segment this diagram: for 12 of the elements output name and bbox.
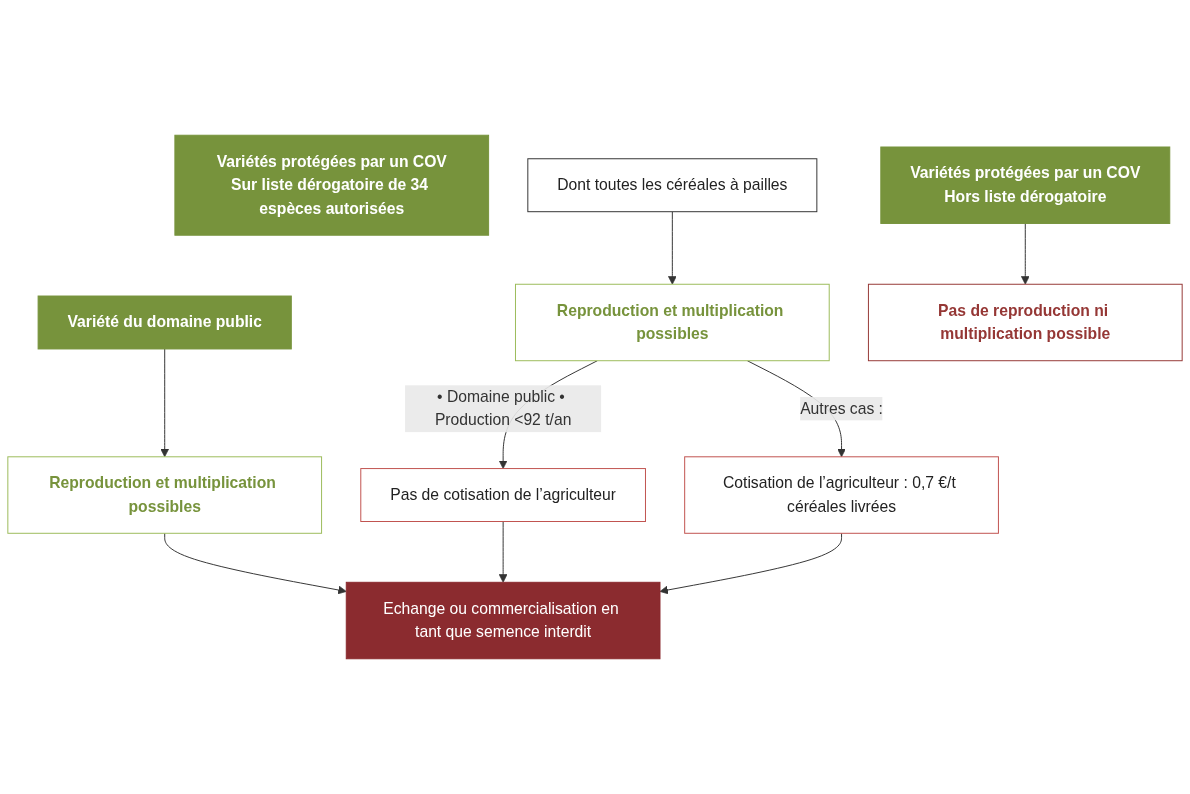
- edge-label: Autres cas :: [800, 399, 883, 417]
- node-box: Reproduction et multiplication possibles: [515, 283, 830, 362]
- node-box: Pas de reproduction ni multiplication possible: [867, 283, 1183, 362]
- node-box: Dont toutes les céréales à pailles: [527, 158, 818, 213]
- node-box: Pas de cotisation de l’agriculteur: [360, 468, 646, 522]
- node-box: Cotisation de l’agriculteur : 0,7 €/t céréales livrées: [684, 456, 999, 534]
- node-box: Echange ou commercialisation en tant que semence interdit: [345, 581, 661, 660]
- node-box: Reproduction et multiplication possibles: [7, 456, 323, 534]
- node-box: Variétés protégées par un COV Sur liste dérogatoire de 34 espèces autorisées: [174, 134, 490, 236]
- edge-label: • Domaine public • Production <92 t/an: [434, 388, 572, 429]
- node-box: Variété du domaine public: [37, 295, 292, 350]
- node-box: Variétés protégées par un COV Hors liste dérogatoire: [880, 146, 1171, 224]
